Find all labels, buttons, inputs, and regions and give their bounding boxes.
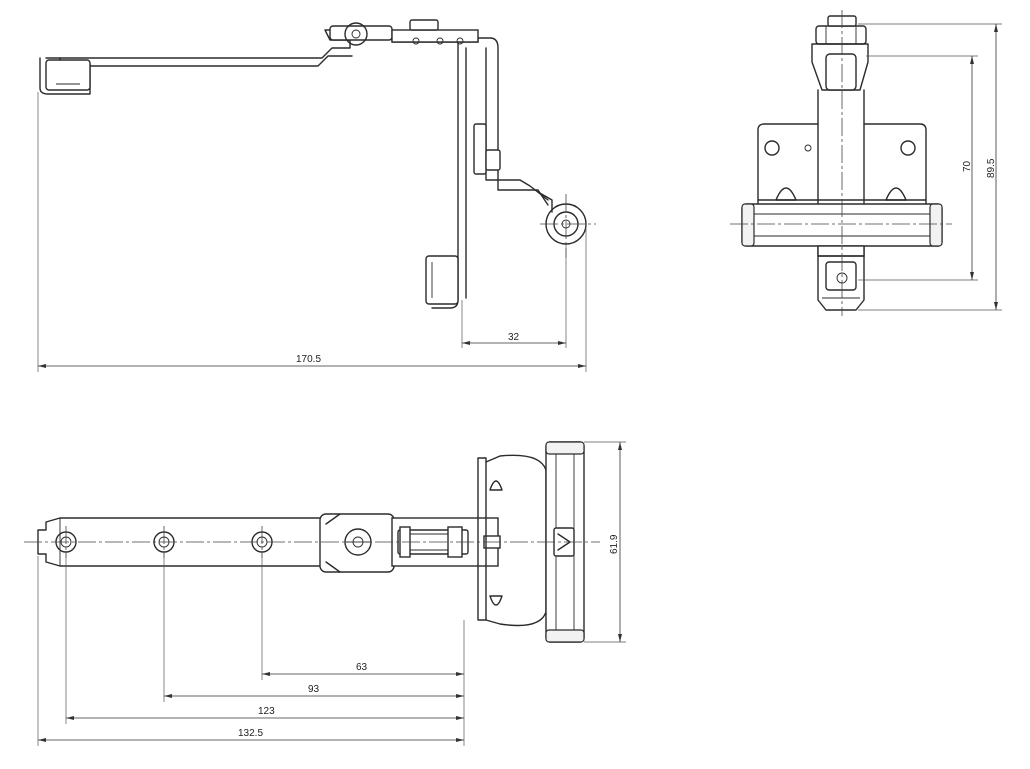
dimension-61-9: 61.9 [584,441,626,643]
dim-label-89-5: 89.5 [986,158,997,178]
dimension-132-5: 132.5 [37,556,464,746]
front-top-cap [815,25,867,45]
front-view [730,10,952,316]
dim-label-170-5: 170.5 [296,354,321,365]
dimension-93: 93 [163,552,464,702]
dim-label-70: 70 [962,160,973,172]
dimension-63: 63 [261,552,465,746]
top-hinge-plate [391,29,479,43]
plan-view [24,441,600,643]
dim-label-61-9: 61.9 [609,534,620,554]
dim-label-132-5: 132.5 [238,728,263,739]
side-view [39,19,596,309]
bottom-foot-block [425,255,459,305]
dim-label-63: 63 [356,662,368,673]
dim-label-32: 32 [508,332,520,343]
dimension-70: 70 [858,55,978,281]
dimension-123: 123 [65,552,464,724]
dim-label-123: 123 [258,706,275,717]
dimension-170-5: 170.5 [37,92,587,372]
plan-middle-block [319,513,395,573]
top-hinge-block [329,25,393,41]
dim-label-93: 93 [308,684,320,695]
dimension-89-5: 89.5 [858,23,1002,311]
dimension-32: 32 [461,244,567,348]
arm-end-block [45,59,91,91]
